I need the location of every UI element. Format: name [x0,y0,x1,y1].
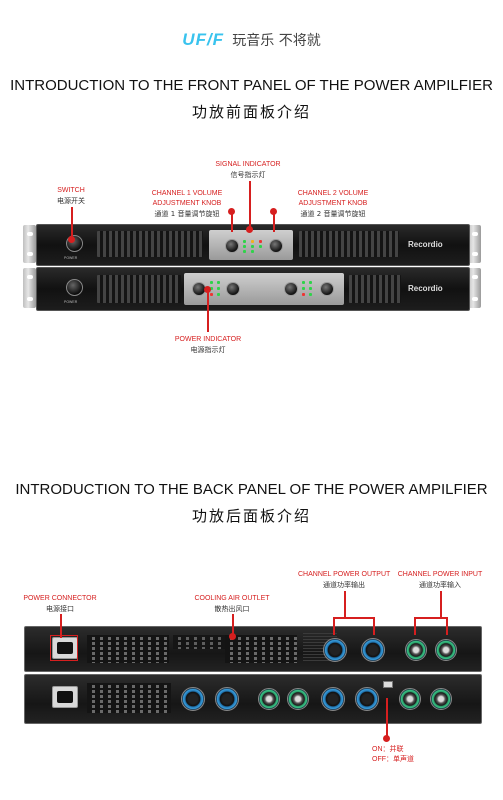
ch4-knob[interactable] [320,282,334,296]
ch1-volume-label-1: CHANNEL 1 VOLUME [151,190,223,197]
input-ch2-xlr-2[interactable] [287,688,309,710]
channel-output-label-cn: 通道功率输出 [323,581,365,589]
cooling-callout-line [232,614,234,636]
back-amp-2ch [24,626,482,672]
off-label: OFF：单声道 [372,756,414,763]
input-ch4-xlr-2[interactable] [430,688,452,710]
switch-label-cn: 电源开关 [57,197,85,205]
power-indicator-label-cn: 电源指示灯 [190,346,226,354]
power-connector-highlight [50,635,78,661]
power-switch-text-2: POWER [64,300,78,304]
back-title-en: INTRODUCTION TO THE BACK PANEL OF THE PO… [15,481,488,498]
ch2-volume-knob[interactable] [269,239,283,253]
output-ch1-speakon[interactable] [323,638,347,662]
power-inlet[interactable] [52,637,78,659]
switch-label: SWITCH [57,187,85,194]
signal-indicator-label-cn: 信号指示灯 [230,171,266,179]
unit-brand: Recordio [408,240,443,249]
ch2-volume-label-1: CHANNEL 2 VOLUME [297,190,369,197]
output-ch1-speakon-2[interactable] [181,687,205,711]
bridge-callout-line [386,698,388,738]
power-connector-callout-line [60,614,62,638]
cooling-outlet-label-cn: 散热出风口 [214,605,250,613]
output-ch3-speakon-2[interactable] [321,687,345,711]
power-indicator-label: POWER INDICATOR [174,336,242,343]
rack-ear-left-2 [23,268,36,308]
power-connector-label: POWER CONNECTOR [23,595,97,602]
power-switch-2[interactable] [66,279,83,296]
brand-header: UF/F 玩音乐 不将就 [0,30,503,50]
cooling-outlet [225,635,297,663]
front-vent-left-2 [97,275,181,303]
ch2-callout-line [273,210,275,232]
signal-indicator-label: SIGNAL INDICATOR [215,161,281,168]
power-indicator-callout-dot [204,286,211,293]
power-connector-label-cn: 电源接口 [46,605,74,613]
front-title-en: INTRODUCTION TO THE FRONT PANEL OF THE P… [10,77,493,94]
channel-input-label: CHANNEL POWER INPUT [397,571,483,578]
front-vent-right [299,231,399,257]
on-label: ON：并联 [372,746,404,753]
ch2-volume-label-2: ADJUSTMENT KNOB [298,200,368,207]
output-ch2-speakon-2[interactable] [215,687,239,711]
front-vent-left [97,231,203,257]
power-indicator-callout-line [207,288,209,332]
cooling-callout-dot [229,633,236,640]
front-control-plate-2 [184,273,344,305]
signal-callout-line [249,181,251,229]
power-switch-text: POWER [64,256,78,260]
ch2-knob[interactable] [226,282,240,296]
unit-brand-2: Recordio [408,284,443,293]
ch1-volume-knob[interactable] [225,239,239,253]
input-callout-line [440,591,442,617]
brand-subtitle: 玩音乐 不将就 [232,33,321,49]
input-ch2-xlr[interactable] [435,639,457,661]
front-vent-right-2 [349,275,401,303]
back-amp-4ch [24,674,482,724]
brand-logo: UF/F [182,30,225,49]
front-amp-4ch: POWER Recordio [36,267,470,311]
front-title-cn: 功放前面板介绍 [191,103,311,121]
input-ch1-xlr-2[interactable] [258,688,280,710]
ch3-knob[interactable] [284,282,298,296]
bridge-switch[interactable] [383,681,393,688]
back-vent-left [87,635,169,663]
switch-callout-line [71,207,73,239]
cooling-outlet-label: COOLING AIR OUTLET [194,595,270,602]
ch2-volume-label-cn: 通道 2 音量调节旋钮 [300,210,366,218]
bridge-callout-dot [383,735,390,742]
back-vent-left-2 [87,683,171,713]
back-title-cn: 功放后面板介绍 [191,507,311,525]
switch-callout-dot [68,236,75,243]
channel-output-label: CHANNEL POWER OUTPUT [298,571,391,578]
ch1-callout-line [231,210,233,232]
ch1-volume-label-cn: 通道 1 音量调节旋钮 [154,210,220,218]
ch1-callout-dot [228,208,235,215]
front-amp-2ch: POWER Recordio [36,224,470,266]
output-callout-line [344,591,346,617]
rack-ear-right [468,225,481,263]
output-ch2-speakon[interactable] [361,638,385,662]
power-inlet-2[interactable] [52,686,78,708]
rack-ear-right-2 [468,268,481,308]
signal-callout-dot [246,226,253,233]
front-control-plate [209,230,293,260]
output-ch4-speakon-2[interactable] [355,687,379,711]
rack-ear-left [23,225,36,263]
input-ch3-xlr-2[interactable] [399,688,421,710]
channel-input-label-cn: 通道功率输入 [419,581,461,589]
ch2-callout-dot [270,208,277,215]
ch1-volume-label-2: ADJUSTMENT KNOB [152,200,222,207]
input-ch1-xlr[interactable] [405,639,427,661]
